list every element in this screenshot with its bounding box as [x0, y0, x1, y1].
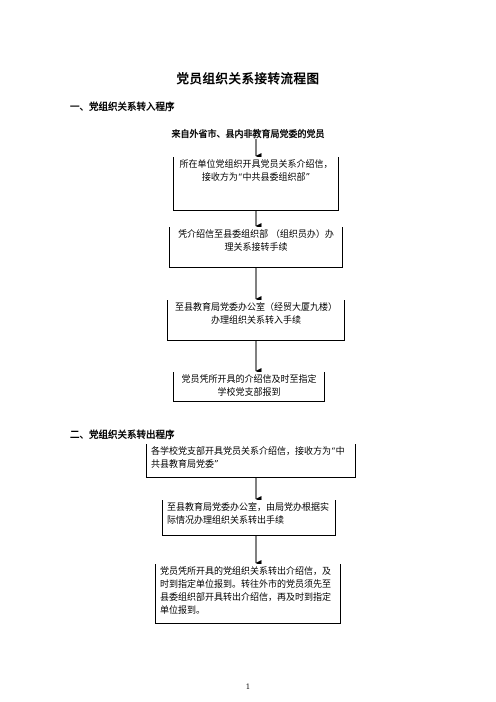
page-title: 党员组织关系接转流程图: [176, 71, 320, 86]
section-heading-transfer-in: 一、党组织关系转入程序: [70, 102, 175, 113]
transfer-in-step-2: 凭介绍信至县委组织部 （组织员办）办理关系接转手续: [169, 227, 343, 268]
page-number: 1: [245, 683, 251, 691]
section-heading-transfer-out: 二、党组织关系转出程序: [70, 430, 175, 441]
transfer-in-step-4: 党员凭所开具的介绍信及时至指定学校党支部报到: [173, 372, 325, 402]
transfer-out-step-3: 党员凭所开具的党组织关系转出介绍信，及时到指定单位报到。转往外市的党员须先至县委…: [155, 564, 341, 624]
transfer-in-step-1: 所在单位党组织开具党员关系介绍信，接收方为“中共县委组织部”: [173, 157, 339, 211]
transfer-out-step-2: 至县教育局党委办公室，由局党办根据实际情况办理组织关系转出手续: [162, 500, 336, 536]
transfer-in-source-label: 来自外省市、县内非教育局党委的党员: [171, 130, 325, 140]
transfer-in-step-3: 至县教育局党委办公室（经贸大厦九楼）办理组织关系转入手续: [167, 300, 345, 341]
transfer-out-step-1: 各学校党支部开具党员关系介绍信，接收方为“中共县教育局党委”: [146, 444, 356, 478]
